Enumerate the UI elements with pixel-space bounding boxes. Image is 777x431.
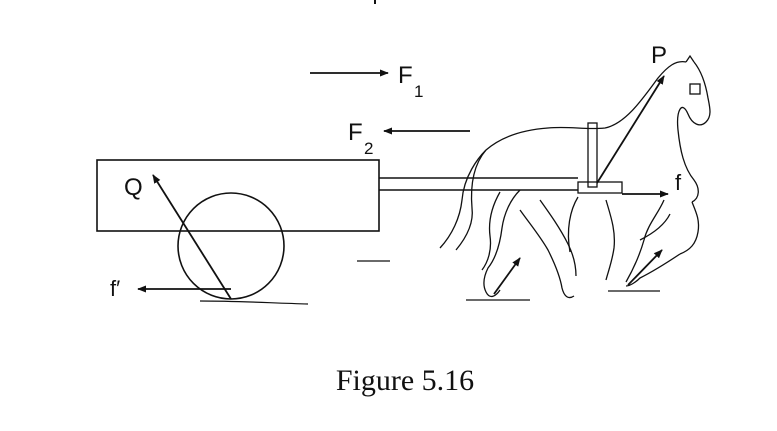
cart-shaft — [379, 177, 578, 191]
P-arrow — [596, 75, 665, 184]
hoof-arrow-left — [493, 257, 521, 295]
horse-eye — [689, 83, 701, 95]
figure-caption: Figure 5.16 — [336, 364, 474, 397]
label-F1-subscript: 1 — [414, 82, 423, 101]
cart-ground-line — [199, 300, 309, 305]
label-F1: F — [398, 62, 413, 89]
label-f: f — [675, 170, 682, 195]
label-f-prime: f′ — [110, 276, 120, 301]
cart-body — [96, 159, 380, 232]
label-F2-subscript: 2 — [364, 139, 373, 158]
label-F2: F — [348, 119, 363, 146]
cart-wheel — [177, 192, 285, 300]
harness-pole — [587, 122, 598, 188]
horse-outline — [439, 54, 711, 299]
label-Q: Q — [124, 174, 143, 201]
Q-arrow — [152, 174, 232, 300]
hoof-arrow-right — [627, 249, 663, 286]
label-P: P — [651, 42, 667, 69]
harness-base — [577, 181, 623, 194]
